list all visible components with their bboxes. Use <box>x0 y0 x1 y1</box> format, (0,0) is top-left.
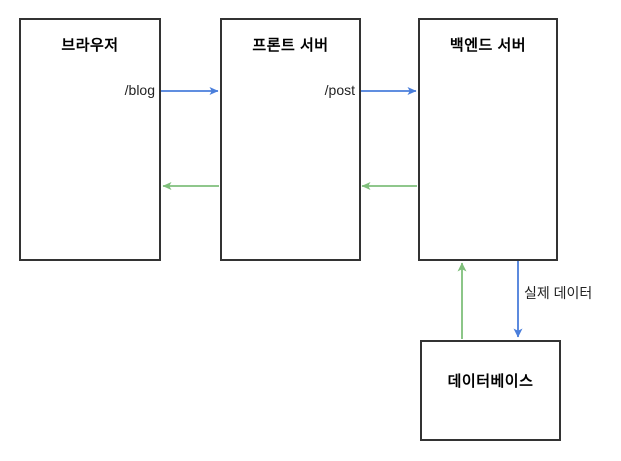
node-backend-label: 백엔드 서버 <box>449 37 527 54</box>
edge-label-post: /post <box>324 82 355 98</box>
node-browser[interactable]: 브라우저 <box>19 18 161 261</box>
node-backend[interactable]: 백엔드 서버 <box>418 18 558 261</box>
edge-label-blog: /blog <box>124 82 155 98</box>
node-frontend-label: 프론트 서버 <box>252 37 329 54</box>
node-browser-label: 브라우저 <box>61 37 119 54</box>
node-database[interactable]: 데이터베이스 <box>420 340 561 441</box>
edge-label-real-data: 실제 데이터 <box>524 285 593 301</box>
node-database-label: 데이터베이스 <box>447 373 534 390</box>
node-frontend[interactable]: 프론트 서버 <box>220 18 361 261</box>
